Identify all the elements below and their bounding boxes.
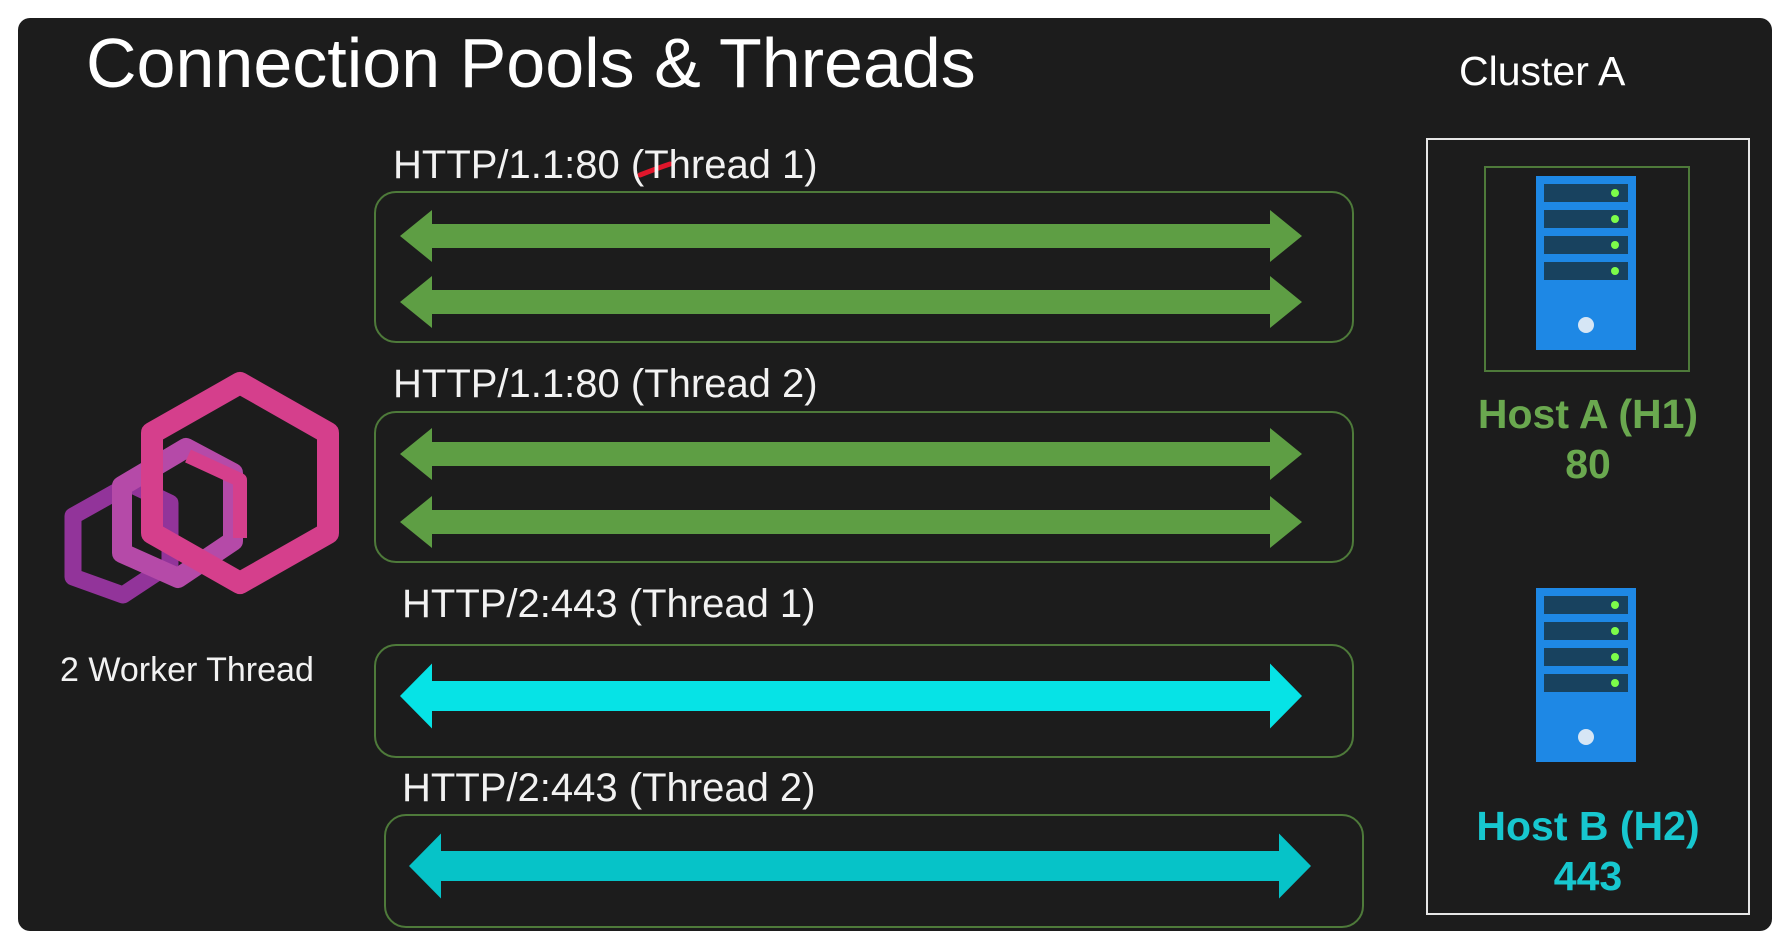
cluster-box [1426,138,1750,915]
host-b-port: 443 [1553,853,1623,899]
logo-hexagon-front [141,372,339,594]
pool-label: HTTP/2:443 (Thread 2) [402,766,816,810]
pool-label: HTTP/2:443 (Thread 1) [402,582,816,626]
host-a-port: 80 [1565,441,1611,487]
diagram-canvas [64,161,1636,899]
host-b-name: Host B (H2) [1476,803,1700,849]
slide-title: Connection Pools & Threads [86,24,976,102]
connection-pool-box [374,191,1354,343]
server-icon [1536,176,1636,350]
annotation-stroke [637,161,673,178]
slide: Connection Pools & Threads Cluster A HTT… [18,18,1772,931]
host-a-name: Host A (H1) [1477,391,1699,437]
worker-thread-label: 2 Worker Thread [60,651,314,689]
logo-inner-bracket [185,449,247,538]
envoy-logo-icon [64,372,339,604]
pool-label: HTTP/1.1:80 (Thread 1) [393,143,818,187]
host-a-server-frame [1484,166,1690,372]
connection-pool-box [374,644,1354,758]
logo-hexagon-back [64,475,179,604]
connection-pool-box [384,814,1364,928]
server-icon [1536,588,1636,762]
pool-label: HTTP/1.1:80 (Thread 2) [393,362,818,406]
connection-pool-box [374,411,1354,563]
cluster-title: Cluster A [1459,48,1626,94]
